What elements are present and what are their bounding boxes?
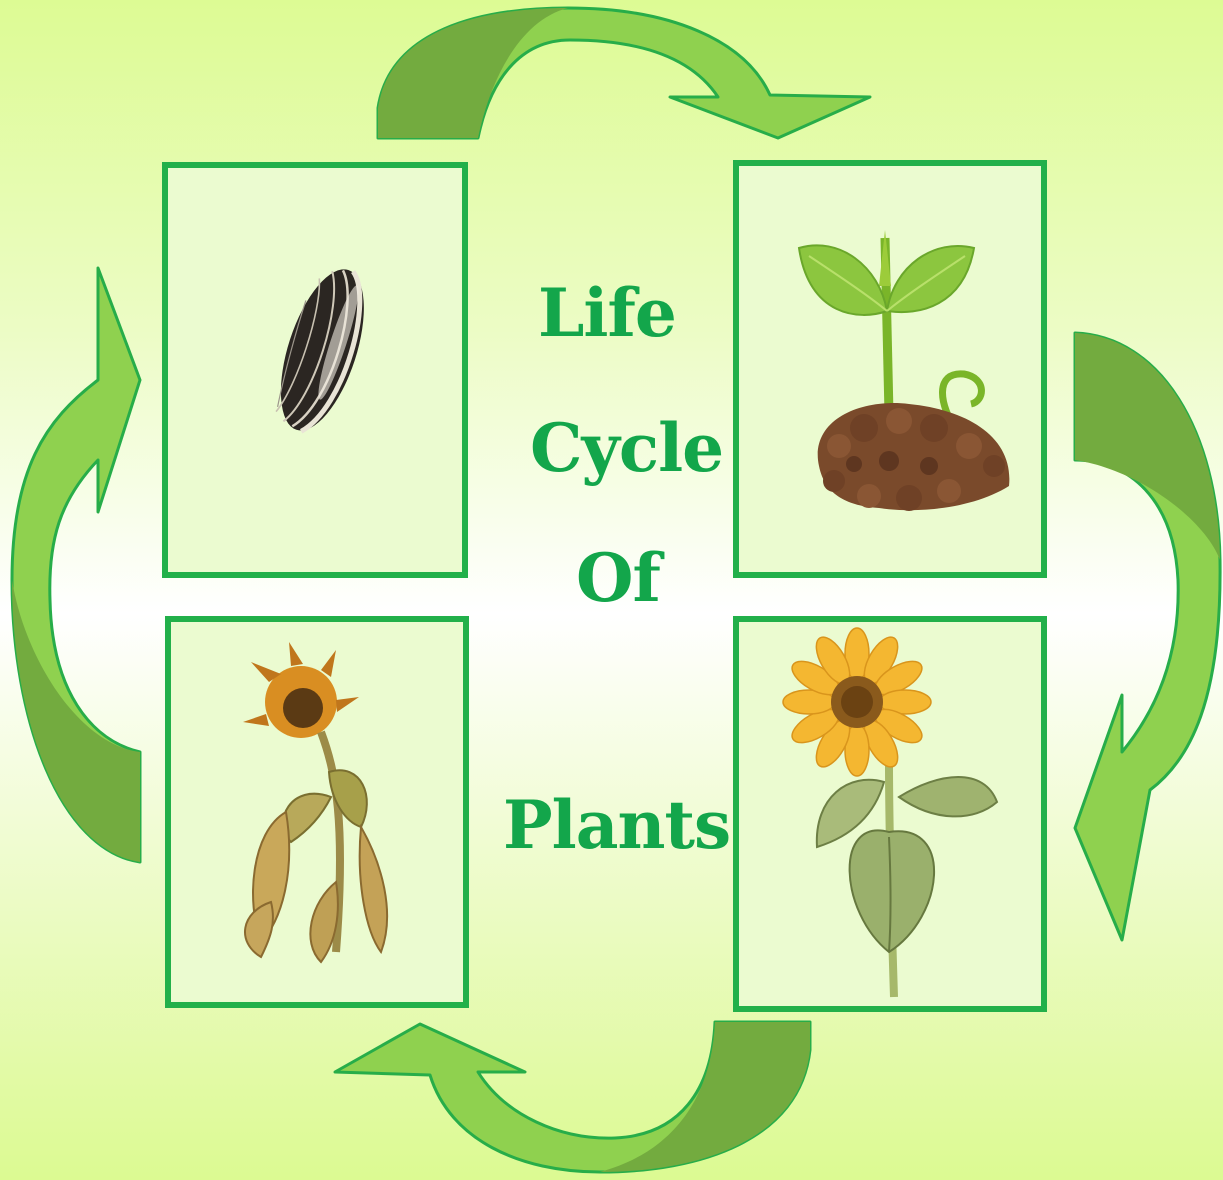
wilted-stage-box <box>165 616 469 1008</box>
sunflower-icon <box>739 622 1041 1006</box>
seed-icon <box>168 168 462 572</box>
title-cycle: Cycle <box>530 415 723 481</box>
title-life: Life <box>538 280 676 346</box>
title-plants: Plants <box>503 792 730 858</box>
flowering-stage-box <box>733 616 1047 1012</box>
title-of: Of <box>576 545 660 611</box>
seed-stage-box <box>162 162 468 578</box>
seedling-stage-box <box>733 160 1047 578</box>
wilted-sunflower-icon <box>171 622 463 1002</box>
seedling-icon <box>739 166 1041 572</box>
